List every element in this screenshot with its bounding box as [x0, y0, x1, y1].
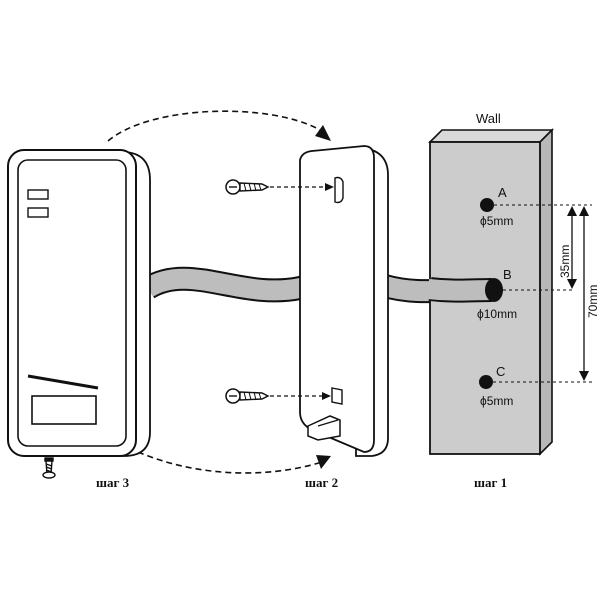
bottom-arrowhead	[316, 455, 331, 469]
top-arrowhead	[315, 125, 331, 141]
reader-device	[7, 149, 151, 457]
hole-b-size: ϕ10mm	[477, 307, 517, 321]
hole-b	[485, 278, 503, 302]
dimension-70mm	[579, 206, 589, 381]
device-inner-panel	[17, 159, 127, 447]
top-curved-arrow	[107, 110, 321, 142]
wall-side-face	[539, 128, 553, 456]
device-label-window	[31, 395, 97, 425]
dimension-70mm-label: 70mm	[586, 285, 600, 318]
hole-a-size: ϕ5mm	[480, 214, 513, 228]
wall-top-face	[428, 129, 554, 143]
top-screw	[225, 179, 334, 195]
bottom-screw	[225, 388, 331, 404]
device-bottom-screw	[42, 457, 56, 479]
hole-c-size: ϕ5mm	[480, 394, 513, 408]
hole-a	[480, 198, 494, 212]
step-3-label: шаг 3	[96, 475, 130, 490]
bracket-bottom-keyhole	[331, 387, 343, 405]
hole-c-letter: C	[496, 364, 505, 379]
step-1-label: шаг 1	[474, 475, 507, 490]
bracket-plate	[299, 145, 375, 453]
indicator-led-2	[27, 207, 49, 218]
hole-a-letter: A	[498, 185, 507, 200]
hole-c	[479, 375, 493, 389]
hole-b-letter: B	[503, 267, 512, 282]
indicator-led-1	[27, 189, 49, 200]
step-2-label: шаг 2	[305, 475, 338, 490]
dimension-guides	[493, 204, 592, 383]
bottom-curved-arrow	[137, 451, 323, 474]
device-slot-line	[27, 374, 99, 390]
dimension-35mm-label: 35mm	[558, 245, 572, 278]
dimension-35mm	[567, 206, 577, 289]
move-arrows	[107, 110, 331, 474]
bracket-top-keyhole	[334, 176, 344, 204]
mounting-bracket	[299, 145, 389, 457]
wall-label: Wall	[476, 111, 501, 126]
